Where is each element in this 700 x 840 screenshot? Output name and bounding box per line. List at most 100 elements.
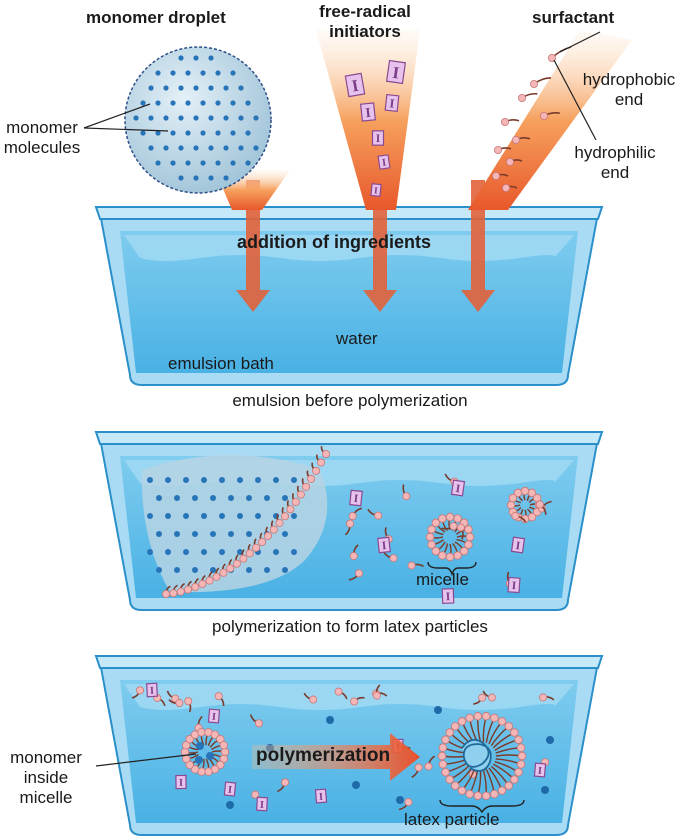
monomer-dot — [219, 477, 225, 483]
monomer-pointer — [83, 127, 169, 132]
initiator-letter: I — [350, 76, 360, 96]
initiator-letter: I — [365, 105, 372, 120]
emulsion-bath-label: emulsion bath — [168, 354, 274, 373]
monomer-dot — [156, 531, 162, 537]
micelle-head — [445, 775, 454, 784]
monomer-dot — [192, 531, 198, 537]
micelle-head — [481, 712, 491, 721]
monomer-dot — [192, 567, 198, 573]
monomer-dot — [170, 70, 176, 76]
surfactant-head — [424, 762, 433, 771]
surfactant-head — [505, 157, 514, 166]
surfactant-head — [214, 692, 223, 701]
micelle-head — [445, 552, 455, 562]
micelle-head — [527, 488, 537, 498]
monomer-dot — [282, 495, 288, 501]
initiator: I — [377, 536, 391, 554]
monomer-dot — [208, 175, 214, 181]
caption-before-polymerization: emulsion before polymerization — [232, 391, 468, 410]
surfactant-head — [500, 118, 509, 127]
surfactant-head — [254, 719, 263, 728]
monomer-dot — [238, 85, 244, 91]
hydrophilic-end-label: hydrophilic end — [560, 143, 670, 183]
surfactant-head — [184, 585, 193, 594]
initiator-letter: I — [455, 483, 462, 496]
surfactant-head — [191, 582, 200, 591]
initiator: I — [507, 576, 521, 594]
monomer-dot — [246, 531, 252, 537]
micelle-head — [204, 767, 213, 776]
monomer-dot — [201, 477, 207, 483]
hydrophobic-line2: end — [614, 90, 644, 109]
initiator-box — [314, 788, 328, 804]
monomer-molecules-line1: monomer — [6, 118, 78, 137]
monomer-molecules-label: monomer molecules — [0, 118, 84, 158]
initiator: I — [377, 154, 391, 170]
initiator: I — [207, 708, 221, 724]
free-radical-line2: initiators — [329, 22, 401, 41]
water-surface — [124, 235, 574, 261]
monomer-inside-micelle-label: monomer inside micelle — [0, 748, 92, 808]
micelle-head — [459, 546, 469, 556]
initiator: I — [146, 682, 158, 698]
monomer-dot — [193, 145, 199, 151]
surfactant-head — [402, 492, 411, 501]
monomer-dot — [183, 477, 189, 483]
initiator-letter: I — [511, 580, 517, 592]
micelle-head — [451, 781, 460, 790]
surfactant-head — [175, 699, 184, 708]
surfactant-head — [321, 449, 330, 458]
monomer-dot — [245, 130, 251, 136]
monomer-inside-pointer — [95, 753, 197, 767]
surfactant-head — [511, 511, 520, 520]
surfactant-head — [389, 554, 398, 563]
micelle-head — [510, 775, 519, 784]
surfactant-head — [275, 519, 284, 528]
surfactant-head — [407, 561, 416, 570]
initiator: I — [384, 93, 400, 113]
surfactant-head — [269, 525, 278, 534]
addition-arrow — [236, 180, 270, 312]
micelle-head — [190, 765, 200, 774]
surfactant-head — [176, 587, 185, 596]
micelle-head — [427, 540, 436, 549]
micelle-head — [506, 500, 516, 510]
monomer-dot — [165, 513, 171, 519]
initiator-box — [344, 72, 366, 98]
monomer-dot — [155, 70, 161, 76]
monomer-dot — [253, 115, 259, 121]
initiator-letter: I — [211, 712, 216, 723]
monomer-dot — [185, 100, 191, 106]
surfactant-head — [334, 687, 343, 696]
free-radical-initiators-label: free-radical initiators — [300, 2, 430, 42]
monomer-dot — [246, 495, 252, 501]
surfactant-head — [493, 145, 502, 154]
micelle-head — [520, 486, 530, 496]
monomer-dot — [147, 477, 153, 483]
monomer-dot — [193, 55, 199, 61]
monomer-dot — [541, 786, 549, 794]
monomer-dot — [282, 531, 288, 537]
surfactant-head — [348, 512, 357, 521]
surfactant-head — [258, 538, 267, 547]
surfactant-head — [309, 695, 318, 704]
initiator-letter: I — [537, 766, 542, 777]
micelle-head — [453, 514, 462, 523]
monomer-dot — [174, 495, 180, 501]
surfactant-head — [212, 572, 221, 581]
surfactant-head — [449, 522, 458, 531]
monomer-dot — [273, 549, 279, 555]
initiator-box — [377, 154, 391, 170]
monomer-dot — [264, 567, 270, 573]
initiator-letter: I — [150, 686, 155, 697]
initiator-box — [207, 708, 221, 724]
monomer-dot — [246, 567, 252, 573]
monomer-dot — [178, 115, 184, 121]
micelle-head — [514, 735, 523, 744]
micelle-head — [465, 532, 475, 542]
polymerization-label: polymerization — [256, 745, 391, 766]
monomer-dot — [223, 115, 229, 121]
micelle-head — [425, 532, 435, 542]
monomer-dot — [264, 495, 270, 501]
initiator: I — [344, 72, 366, 98]
